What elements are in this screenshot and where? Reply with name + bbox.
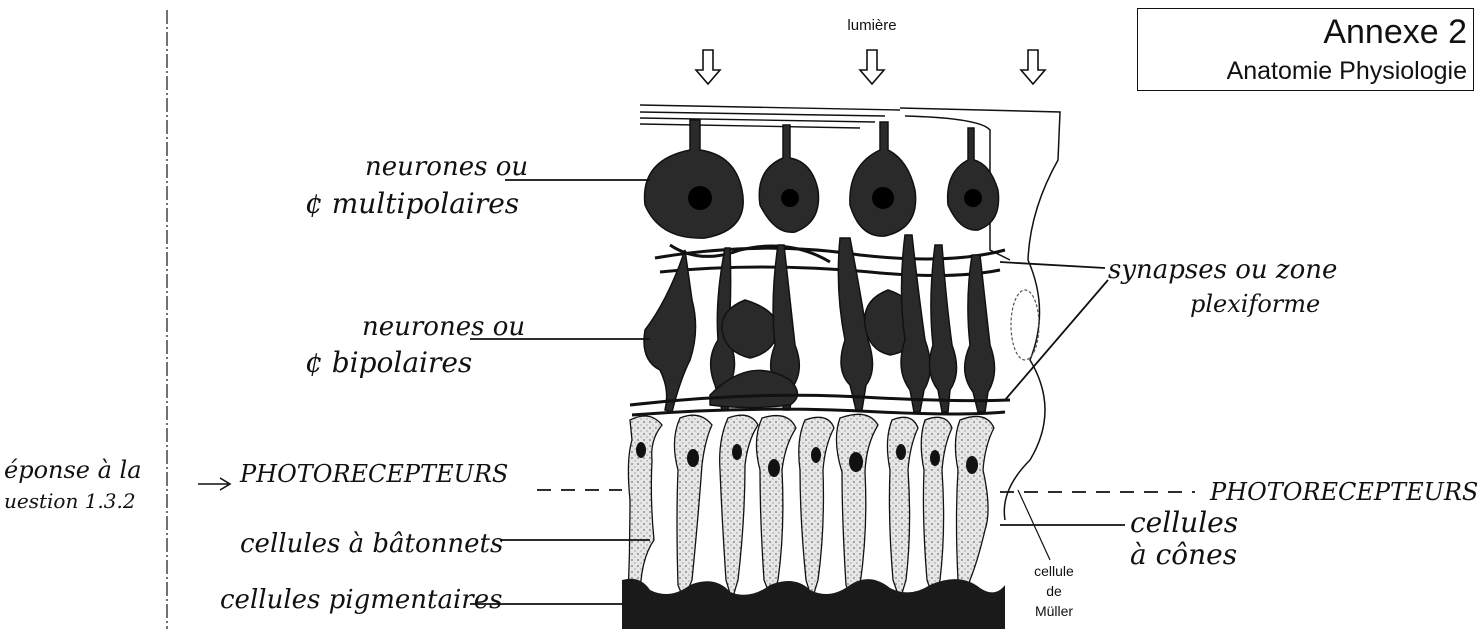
arrow-down-icon <box>696 50 720 84</box>
label-synapses-line2: plexiforme <box>1190 290 1320 318</box>
label-photoreceptors-right-text: PHOTORECEPTEURS <box>1209 478 1478 506</box>
arrow-down-icon <box>860 50 884 84</box>
leader-synapses-1 <box>1000 262 1105 268</box>
label-rods-text: cellules à bâtonnets <box>240 529 503 559</box>
leader-synapses-2 <box>1005 280 1108 400</box>
label-cones-line2: à cônes <box>1130 538 1237 571</box>
label-bipolar-line1: neurones ou <box>362 312 525 342</box>
label-photoreceptors-right: PHOTORECEPTEURS <box>1000 478 1478 506</box>
multipolar-neurons <box>645 120 999 238</box>
label-bipolar-neurons: neurones ou ¢ bipolaires <box>305 312 650 379</box>
arrow-down-icon <box>1021 50 1045 84</box>
label-muller-line1: cellule <box>1034 563 1074 579</box>
label-rods: cellules à bâtonnets <box>240 529 650 559</box>
nerve-fibers <box>640 105 900 128</box>
label-pigment-text: cellules pigmentaires <box>220 585 502 615</box>
label-photoreceptors-left-text: PHOTORECEPTEURS <box>239 460 508 488</box>
margin-arrow-icon <box>198 478 230 490</box>
label-cones: cellules à cônes <box>1000 506 1238 571</box>
label-muller-line2: de <box>1046 583 1062 599</box>
label-margin-note: éponse à la uestion 1.3.2 <box>4 456 230 513</box>
photoreceptor-cells <box>628 414 994 600</box>
label-synapses: synapses ou zone plexiforme <box>1000 255 1337 400</box>
muller-nucleus <box>1011 290 1039 360</box>
label-muller-line3: Müller <box>1035 603 1073 619</box>
outer-plexiform-layer <box>630 395 1010 415</box>
label-pigment: cellules pigmentaires <box>220 585 622 615</box>
margin-note-line1: éponse à la <box>4 456 142 484</box>
label-cones-line1: cellules <box>1130 506 1238 539</box>
light-label: lumière <box>847 17 896 34</box>
light-arrows <box>696 50 1045 84</box>
label-bipolar-line2: ¢ bipolaires <box>305 346 472 379</box>
label-multipolar-line1: neurones ou <box>365 152 528 182</box>
inner-plexiform-layer <box>655 245 1005 276</box>
label-synapses-line1: synapses ou zone <box>1108 255 1337 285</box>
bipolar-neurons <box>644 235 995 412</box>
label-photoreceptors-left: PHOTORECEPTEURS <box>239 460 622 490</box>
margin-note-line2: uestion 1.3.2 <box>4 489 136 513</box>
label-multipolar-line2: ¢ multipolaires <box>305 187 519 220</box>
label-multipolar-neurons: neurones ou ¢ multipolaires <box>305 152 650 220</box>
label-muller: cellule de Müller <box>1018 490 1074 619</box>
